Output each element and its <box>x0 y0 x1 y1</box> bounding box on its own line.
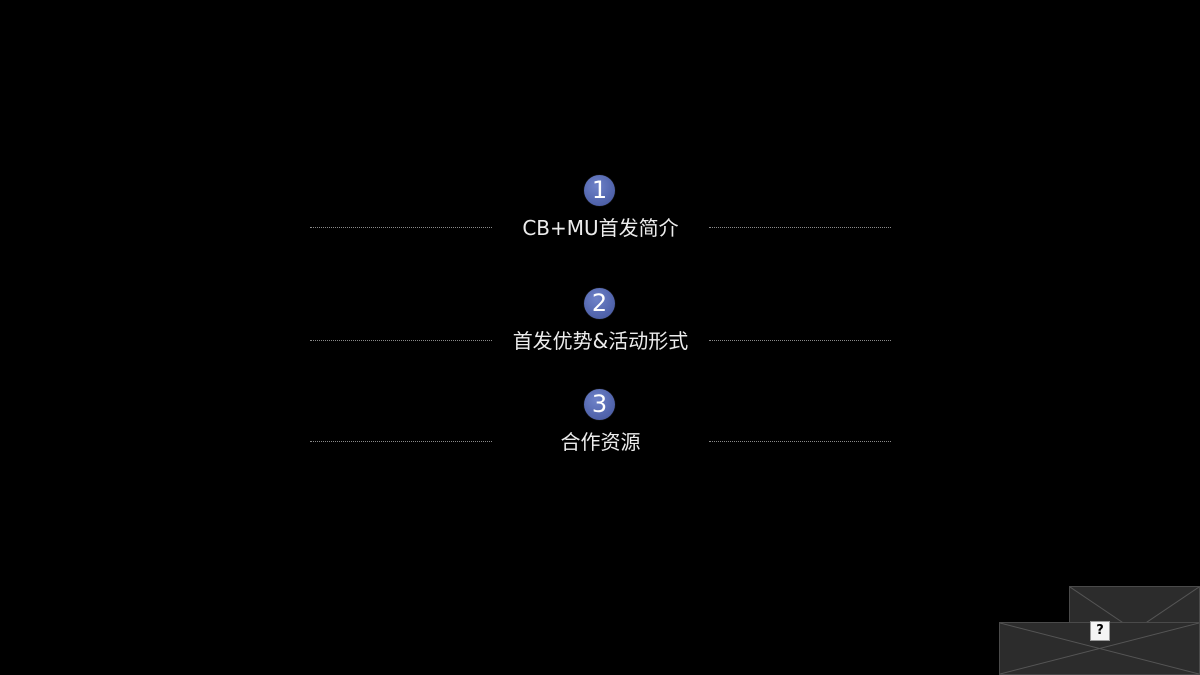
number-text-2: 2 <box>591 289 608 317</box>
dotted-divider-left-2 <box>310 340 492 341</box>
agenda-item-2: 2 首发优势&活动形式 <box>0 288 1200 368</box>
dotted-divider-left-1 <box>310 227 492 228</box>
agenda-item-3: 3 合作资源 <box>0 389 1200 469</box>
placeholder-cross-front <box>1000 623 1199 674</box>
dotted-divider-left-3 <box>310 441 492 442</box>
number-badge-3: 3 <box>584 389 615 420</box>
agenda-item-1: 1 CB+MU首发简介 <box>0 175 1200 255</box>
broken-image-icon: ? <box>1090 621 1110 641</box>
agenda-label-3: 合作资源 <box>560 430 641 454</box>
number-badge-2: 2 <box>584 288 615 319</box>
dotted-divider-right-2 <box>709 340 891 341</box>
number-text-3: 3 <box>591 390 608 418</box>
dotted-divider-right-3 <box>709 441 891 442</box>
number-badge-1: 1 <box>584 175 615 206</box>
agenda-label-1: CB+MU首发简介 <box>522 216 679 240</box>
dotted-divider-right-1 <box>709 227 891 228</box>
number-text-1: 1 <box>591 176 608 204</box>
agenda-label-2: 首发优势&活动形式 <box>512 329 689 353</box>
